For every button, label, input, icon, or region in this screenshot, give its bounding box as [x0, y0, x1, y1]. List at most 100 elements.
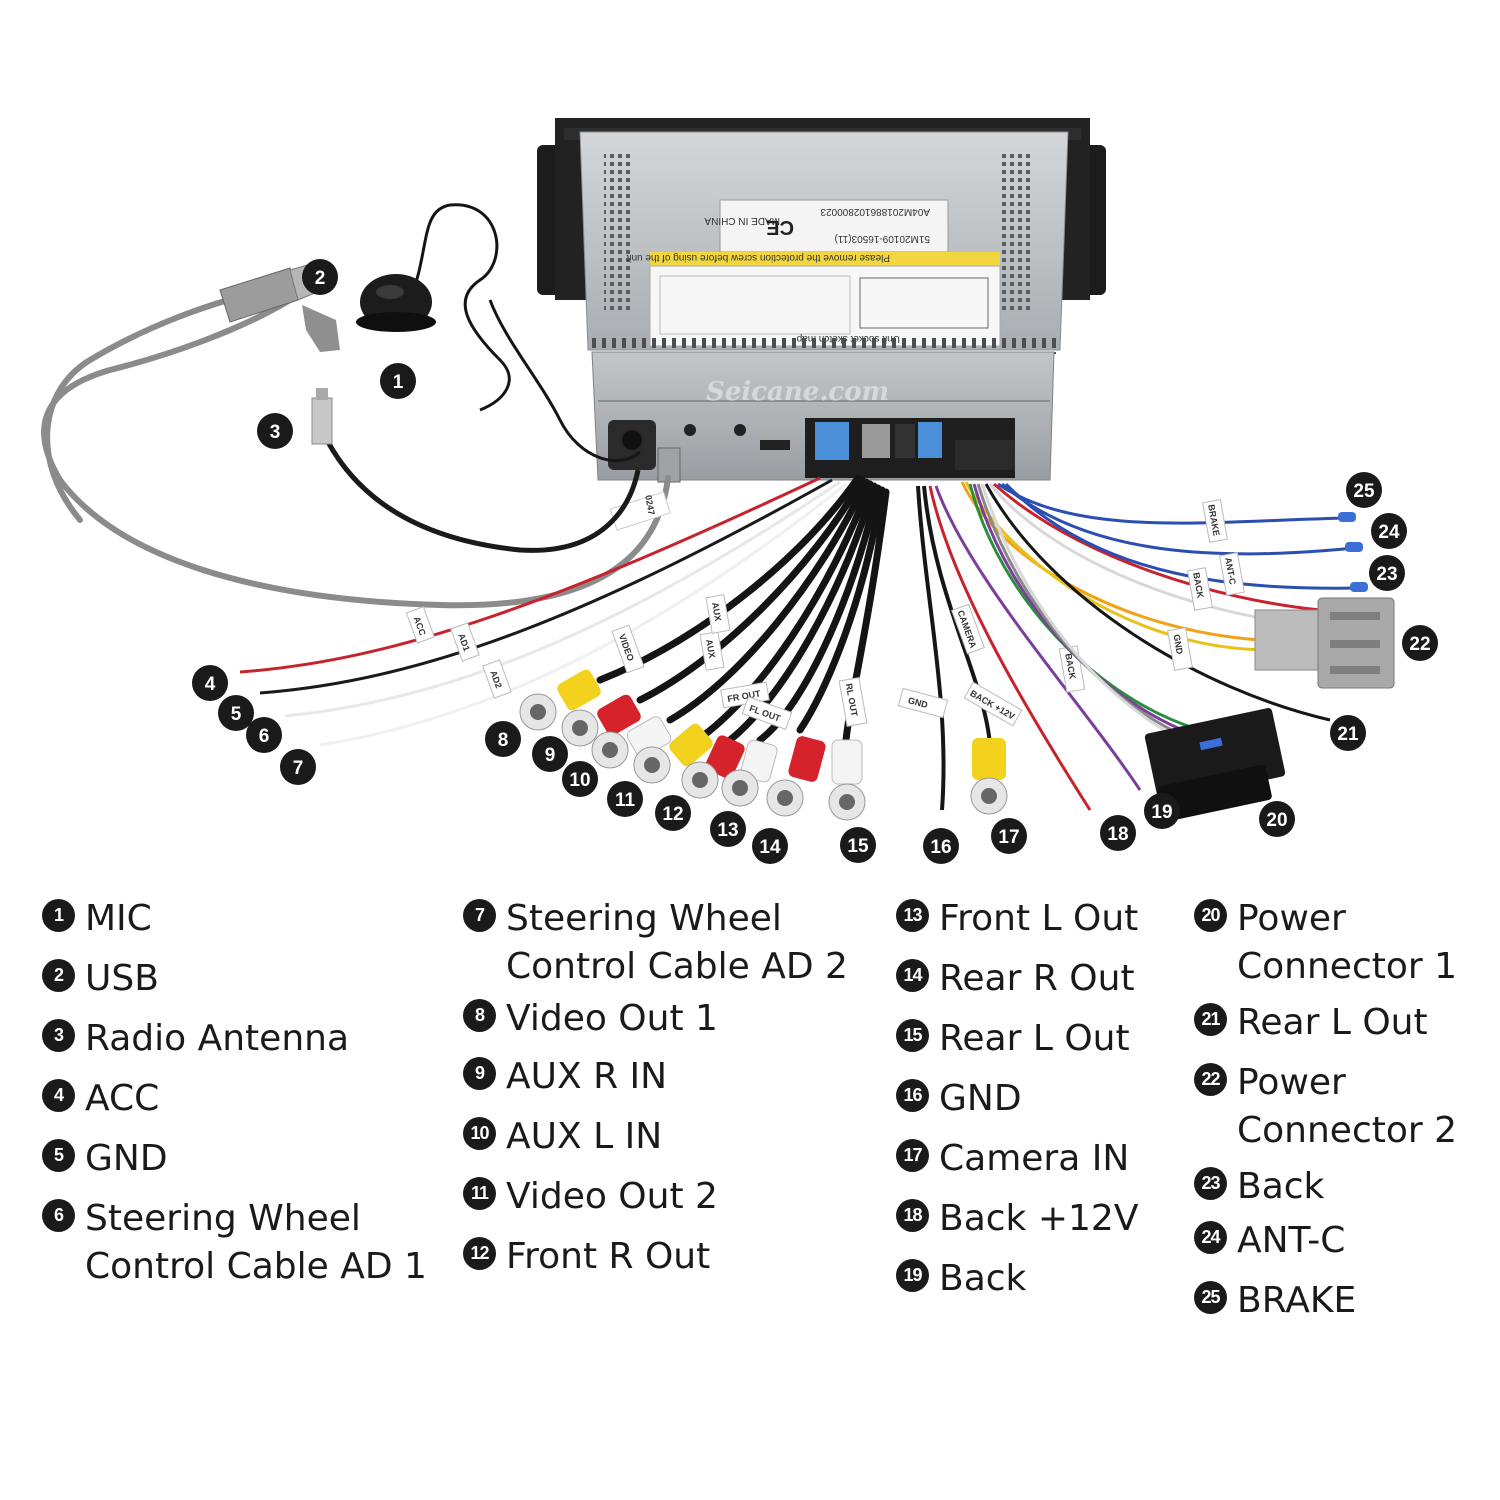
- legend-number-badge: 24: [1194, 1221, 1227, 1254]
- callout-number: 8: [498, 730, 509, 751]
- callout-circle: [532, 736, 568, 772]
- callout-9: 9: [532, 736, 568, 772]
- legend-item-18: 18 Back +12V: [896, 1195, 1138, 1243]
- callout-15: 15: [840, 827, 876, 863]
- callout-number: 22: [1409, 634, 1430, 655]
- legend-item-1: 1 MIC: [42, 895, 152, 943]
- callout-circle: [302, 259, 338, 295]
- rca-tags: VIDEO AUX AUX FR OUT FL OUT RL OUT: [611, 594, 868, 730]
- legend-number-badge: 19: [896, 1259, 929, 1292]
- legend-number-badge: 15: [896, 1019, 929, 1052]
- callout-6: 6: [246, 717, 282, 753]
- legend-number-badge: 22: [1194, 1063, 1227, 1096]
- callout-circle: [257, 413, 293, 449]
- callout-number: 11: [615, 790, 636, 811]
- callout-number: 18: [1107, 824, 1128, 845]
- callout-circle: [485, 721, 521, 757]
- legend-label: BRAKE: [1237, 1280, 1357, 1321]
- legend-number-badge: 11: [463, 1177, 496, 1210]
- aux-r-tag-label: AUX: [704, 638, 717, 658]
- legend-number-badge: 4: [42, 1079, 75, 1112]
- rca-plug-14-rear-r-out: [766, 736, 826, 817]
- made-in-label: MADE IN CHINA: [704, 215, 780, 226]
- callout-number: 13: [717, 820, 738, 841]
- rca-plug-8-video-out-1: [519, 669, 601, 731]
- legend-number-badge: 12: [463, 1237, 496, 1270]
- legend-number-badge: 25: [1194, 1281, 1227, 1314]
- serial-label-2: 51M20109-16503(11): [835, 233, 930, 244]
- callout-circle: [1144, 793, 1180, 829]
- callout-number: 21: [1337, 724, 1359, 745]
- callout-number: 23: [1376, 564, 1397, 585]
- legend-number-badge: 6: [42, 1199, 75, 1232]
- wiring-diagram: MADE IN CHINA CE A04M201886102800023 51M…: [41, 118, 1438, 864]
- ant-c-tag-label: ANT-C: [1223, 557, 1238, 586]
- callout-3: 3: [257, 413, 293, 449]
- callout-circle: [246, 717, 282, 753]
- callout-number: 14: [759, 837, 781, 858]
- callout-1: 1: [380, 363, 416, 399]
- callout-25: 25: [1346, 472, 1382, 508]
- legend-number-badge: 2: [42, 959, 75, 992]
- legend-label: AUX L IN: [506, 1116, 663, 1157]
- legend-label: Rear R Out: [939, 958, 1135, 999]
- callout-24: 24: [1371, 513, 1407, 549]
- legend-number-badge: 10: [463, 1117, 496, 1150]
- legend-number-badge: 5: [42, 1139, 75, 1172]
- legend-number-badge: 3: [42, 1019, 75, 1052]
- legend-number-badge: 17: [896, 1139, 929, 1172]
- power-harness-tags: BRAKE ANT-C BACK GND: [1167, 499, 1245, 671]
- legend-number-badge: 20: [1194, 899, 1227, 932]
- legend-label: Back: [939, 1258, 1027, 1299]
- callout-4: 4: [192, 665, 228, 701]
- legend-label: GND: [939, 1078, 1022, 1119]
- usb-tag-label: 0247: [643, 494, 656, 515]
- legend-item-25: 25 BRAKE: [1194, 1277, 1356, 1325]
- callout-14: 14: [752, 828, 788, 864]
- radio-antenna: [311, 388, 641, 553]
- legend-number-badge: 18: [896, 1199, 929, 1232]
- callout-circle: [840, 827, 876, 863]
- rca-plug-15-rear-l-out: [828, 739, 866, 821]
- legend-label: Front R Out: [506, 1236, 711, 1277]
- callout-18: 18: [1100, 815, 1136, 851]
- legend-label: ANT-C: [1237, 1220, 1346, 1261]
- head-unit: MADE IN CHINA CE A04M201886102800023 51M…: [537, 118, 1106, 483]
- callout-number: 19: [1151, 802, 1172, 823]
- callout-circle: [655, 795, 691, 831]
- legend-number-badge: 1: [42, 899, 75, 932]
- legend-label: Rear L Out: [939, 1018, 1130, 1059]
- callout-circle: [710, 811, 746, 847]
- watermark: Seicane.com: [706, 377, 889, 407]
- legend-number-badge: 9: [463, 1057, 496, 1090]
- legend-number-badge: 13: [896, 899, 929, 932]
- callout-circle: [752, 828, 788, 864]
- callout-number: 24: [1378, 522, 1400, 543]
- legend-label: Back +12V: [939, 1198, 1139, 1239]
- legend-label: MIC: [85, 898, 152, 939]
- back2-tag-label: BACK: [1191, 572, 1205, 600]
- legend-label: Back: [1237, 1166, 1325, 1207]
- legend-number-badge: 21: [1194, 1003, 1227, 1036]
- rca-plug-9-aux-r-in: [561, 694, 641, 747]
- callout-circle: [991, 818, 1027, 854]
- callout-number: 9: [545, 745, 556, 766]
- callout-circle: [192, 665, 228, 701]
- callout-8: 8: [485, 721, 521, 757]
- rca-plug-12-front-r-out: [681, 735, 745, 799]
- warning-label: Please remove the protection screw befor…: [626, 252, 890, 263]
- usb-cable: 0247: [41, 261, 671, 609]
- rca-plug-11-video-out-2: [633, 723, 713, 784]
- callout-number: 25: [1353, 481, 1375, 502]
- callout-23: 23: [1369, 555, 1405, 591]
- callout-12: 12: [655, 795, 691, 831]
- callout-7: 7: [280, 749, 316, 785]
